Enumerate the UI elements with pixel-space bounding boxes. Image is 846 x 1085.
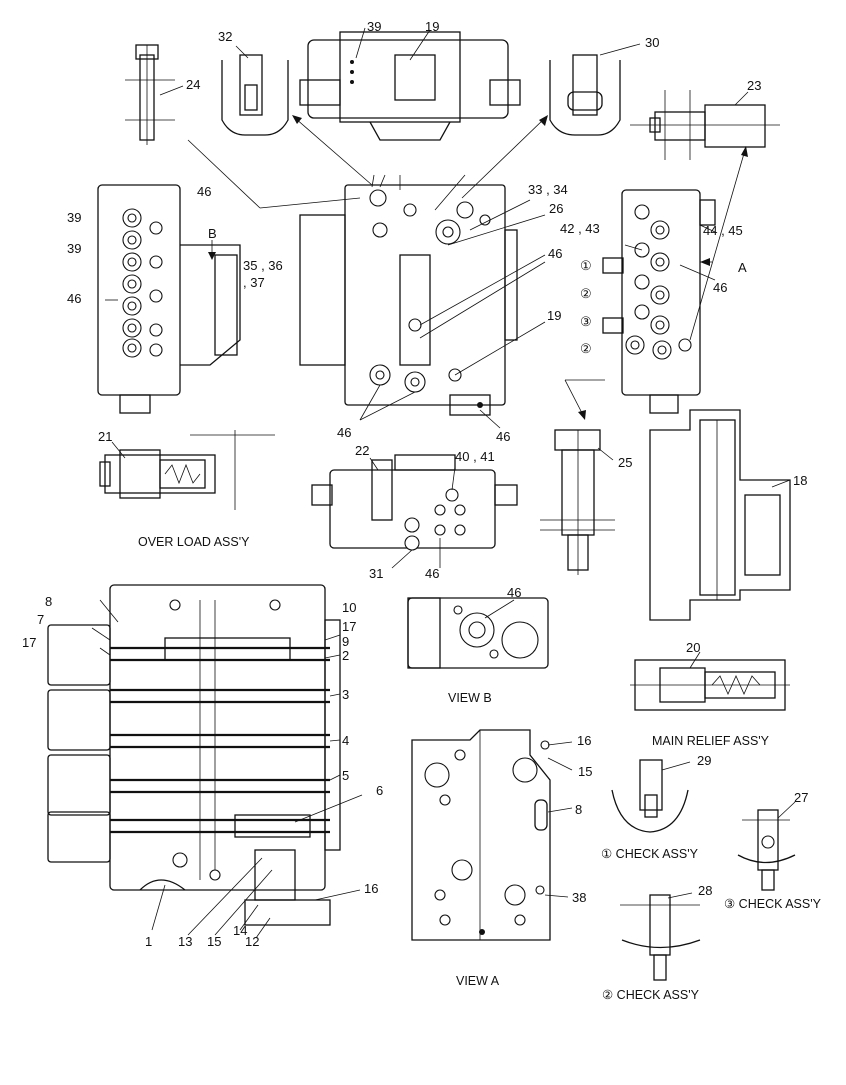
label-46-right: 46 <box>713 280 727 295</box>
label-46-bottom: 46 <box>425 566 439 581</box>
label-20: 20 <box>686 640 700 655</box>
check-assembly-3 <box>737 801 796 891</box>
spool-row-4 <box>110 778 330 794</box>
label-46-central-b: 46 <box>337 425 351 440</box>
label-7: 7 <box>37 612 44 627</box>
detail-32-plug <box>221 45 289 136</box>
label-39-left-a: 39 <box>67 210 81 225</box>
label-1: 1 <box>145 934 152 949</box>
leader-lines-central <box>359 199 546 429</box>
assembly-captions: OVER LOAD ASS'Y VIEW B MAIN RELIEF ASS'Y… <box>138 535 822 1002</box>
label-A: A <box>738 260 747 275</box>
label-B: B <box>208 226 217 241</box>
spool-row-3 <box>110 733 330 749</box>
label-46-central: 46 <box>548 246 562 261</box>
spool-row-2 <box>110 688 330 704</box>
label-17-left: 17 <box>22 635 36 650</box>
label-8-left: 8 <box>45 594 52 609</box>
label-circle-3: ③ <box>580 314 592 329</box>
label-39-left-b: 39 <box>67 241 81 256</box>
central-bottom-view-block <box>311 454 518 569</box>
label-19-central: 19 <box>547 308 561 323</box>
label-circle-2b: ② <box>580 341 592 356</box>
part-number-labels: 32 39 19 30 24 23 46 33 , 34 39 26 B 42 … <box>22 19 808 949</box>
label-12: 12 <box>245 934 259 949</box>
label-6: 6 <box>376 783 383 798</box>
label-23: 23 <box>747 78 761 93</box>
label-27: 27 <box>794 790 808 805</box>
label-31: 31 <box>369 566 383 581</box>
right-side-view-block <box>564 189 716 420</box>
label-44-45: 44 , 45 <box>703 223 743 238</box>
main-section-view <box>47 584 363 939</box>
label-26: 26 <box>549 201 563 216</box>
left-side-view-block <box>97 184 241 414</box>
label-14: 14 <box>233 923 247 938</box>
label-8-view-a: 8 <box>575 802 582 817</box>
detail-25-plug <box>540 429 615 575</box>
label-2: 2 <box>342 648 349 663</box>
caption-check-assy-1: ① CHECK ASS'Y <box>601 847 699 861</box>
left-bolt-column <box>122 208 163 358</box>
label-circle-1: ① <box>580 258 592 273</box>
label-16-view-a: 16 <box>577 733 591 748</box>
label-28: 28 <box>698 883 712 898</box>
label-9: 9 <box>342 634 349 649</box>
check-assembly-2 <box>620 892 701 981</box>
label-42-43: 42 , 43 <box>560 221 600 236</box>
detail-30-plug <box>549 43 641 136</box>
view-a-block <box>411 729 573 941</box>
leader-arrows-top <box>187 115 748 341</box>
label-33-34: 33 , 34 <box>528 182 568 197</box>
label-46-view-b: 46 <box>507 585 521 600</box>
label-3: 3 <box>342 687 349 702</box>
caption-view-b: VIEW B <box>448 691 492 705</box>
caption-main-relief-assy: MAIN RELIEF ASS'Y <box>652 734 770 748</box>
label-16-bottom: 16 <box>364 881 378 896</box>
label-5: 5 <box>342 768 349 783</box>
label-24: 24 <box>186 77 200 92</box>
view-b-block <box>407 597 549 669</box>
label-46-left: 46 <box>197 184 211 199</box>
overload-assembly-21 <box>99 430 275 510</box>
label-39-top: 39 <box>367 19 381 34</box>
check-assembly-1 <box>611 759 691 833</box>
label-15-bottom: 15 <box>207 934 221 949</box>
label-46-central-c: 46 <box>496 429 510 444</box>
label-21: 21 <box>98 429 112 444</box>
spool-row-5 <box>110 818 330 834</box>
detail-24-spool-plug <box>125 44 184 145</box>
main-relief-assembly-20 <box>630 651 790 711</box>
label-15-view-a: 15 <box>578 764 592 779</box>
detail-23-assembly <box>630 90 780 160</box>
label-13: 13 <box>178 934 192 949</box>
label-29: 29 <box>697 753 711 768</box>
label-35-36: 35 , 36 <box>243 258 283 273</box>
label-circle-2: ② <box>580 286 592 301</box>
label-38: 38 <box>572 890 586 905</box>
label-37: , 37 <box>243 275 265 290</box>
label-4: 4 <box>342 733 349 748</box>
spool-row-1 <box>110 646 330 662</box>
label-10: 10 <box>342 600 356 615</box>
label-19-top: 19 <box>425 19 439 34</box>
caption-overload-assy: OVER LOAD ASS'Y <box>138 535 250 549</box>
label-25: 25 <box>618 455 632 470</box>
label-46-left-b: 46 <box>67 291 81 306</box>
label-22: 22 <box>355 443 369 458</box>
caption-check-assy-2: ② CHECK ASS'Y <box>602 988 700 1002</box>
label-18: 18 <box>793 473 807 488</box>
caption-check-assy-3: ③ CHECK ASS'Y <box>724 897 822 911</box>
label-17-right: 17 <box>342 619 356 634</box>
label-30: 30 <box>645 35 659 50</box>
caption-view-a: VIEW A <box>456 974 500 988</box>
central-top-view-block <box>299 174 518 416</box>
label-32: 32 <box>218 29 232 44</box>
detail-18-valve-body <box>649 409 791 621</box>
label-40-41: 40 , 41 <box>455 449 495 464</box>
detail-top-valve-block <box>299 27 521 141</box>
